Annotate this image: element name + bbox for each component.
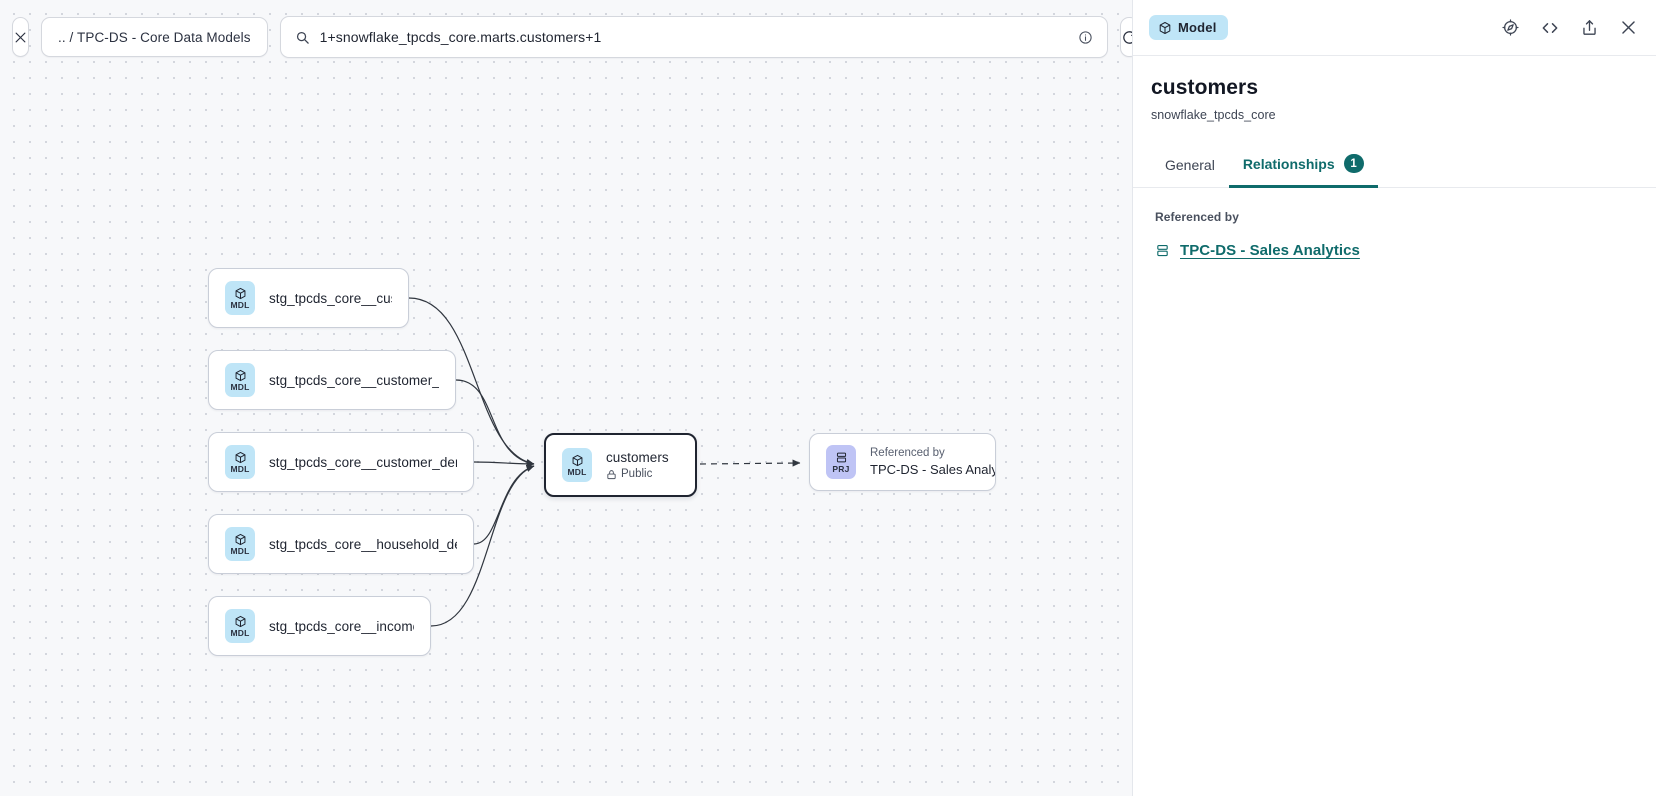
lineage-node-project[interactable]: PRJ Referenced by TPC-DS - Sales Analyti… — [809, 433, 996, 491]
lineage-node-access-label: Public — [621, 468, 653, 480]
lineage-node-text: Referenced by TPC-DS - Sales Analytics — [870, 447, 995, 477]
tab-label: Relationships — [1242, 155, 1335, 172]
section-title-referenced-by: Referenced by — [1155, 210, 1239, 224]
lineage-node-label: stg_tpcds_core__customer — [269, 290, 392, 306]
lineage-node-upstream-2[interactable]: MDL stg_tpcds_core__customer_address — [208, 350, 456, 410]
project-badge-icon: PRJ — [826, 445, 856, 479]
cube-icon — [1159, 21, 1171, 34]
lineage-node-label: stg_tpcds_core__income_band — [269, 618, 414, 634]
model-badge-text: MDL — [230, 463, 250, 474]
canvas-toolbar: .. / TPC-DS - Core Data Models 1+snowfla… — [0, 0, 1132, 74]
page-title: customers — [1151, 76, 1259, 99]
info-circle-icon — [1078, 30, 1092, 44]
model-badge-icon: MDL — [225, 609, 255, 643]
close-panel-icon[interactable] — [1619, 18, 1638, 37]
panel-header-actions — [1501, 18, 1638, 38]
details-panel: Model — [1132, 0, 1656, 796]
code-icon[interactable] — [1540, 18, 1560, 38]
lineage-nodes: MDL stg_tpcds_core__customer MDL stg_tpc… — [208, 268, 996, 656]
lineage-canvas[interactable]: MDL stg_tpcds_core__customer MDL stg_tpc… — [0, 0, 1132, 796]
relationships-body: Referenced by TPC-DS - Sales Analytics — [1133, 188, 1656, 259]
tab-relationships[interactable]: Relationships 1 — [1228, 144, 1378, 188]
close-lineage-button[interactable] — [12, 17, 29, 57]
page-subtitle: snowflake_tpcds_core — [1151, 108, 1276, 122]
model-badge-text: MDL — [230, 381, 250, 392]
lineage-node-upstream-3[interactable]: MDL stg_tpcds_core__customer_demogra… — [208, 432, 474, 492]
entity-heading: customers snowflake_tpcds_core — [1133, 56, 1656, 122]
lineage-node-title: TPC-DS - Sales Analytics — [870, 462, 995, 477]
tab-label: General — [1165, 157, 1215, 173]
reference-item[interactable]: TPC-DS - Sales Analytics — [1155, 242, 1638, 259]
project-icon — [1157, 244, 1168, 257]
refresh-button[interactable] — [1119, 17, 1132, 57]
entity-type-label: Model — [1178, 20, 1217, 35]
lock-icon — [607, 469, 616, 479]
lineage-node-access: Public — [606, 468, 669, 480]
details-panel-header: Model — [1133, 0, 1656, 56]
tab-general[interactable]: General — [1151, 147, 1229, 188]
project-badge-text: PRJ — [832, 463, 850, 474]
model-badge-text: MDL — [567, 466, 587, 477]
close-icon — [15, 32, 26, 42]
search-input[interactable]: 1+snowflake_tpcds_core.marts.customers+1 — [319, 29, 602, 45]
panel-tabs: General Relationships 1 — [1133, 144, 1656, 188]
lineage-node-customers[interactable]: MDL customers Public — [544, 433, 697, 497]
lineage-node-text: customers Public — [606, 450, 669, 480]
search-bar[interactable]: 1+snowflake_tpcds_core.marts.customers+1 — [279, 16, 1108, 58]
lineage-node-label: stg_tpcds_core__household_demogr… — [269, 536, 457, 552]
model-badge-text: MDL — [230, 627, 250, 638]
lineage-node-label: stg_tpcds_core__customer_demogra… — [269, 454, 457, 470]
entity-type-badge: Model — [1149, 15, 1228, 40]
model-badge-icon: MDL — [225, 445, 255, 479]
search-icon — [296, 31, 309, 44]
lineage-node-upstream-1[interactable]: MDL stg_tpcds_core__customer — [208, 268, 409, 328]
lineage-node-upstream-5[interactable]: MDL stg_tpcds_core__income_band — [208, 596, 431, 656]
lineage-node-title: customers — [606, 450, 669, 465]
lineage-node-caption: Referenced by — [870, 447, 945, 459]
model-badge-icon: MDL — [225, 527, 255, 561]
refresh-icon — [1122, 30, 1132, 44]
reference-link[interactable]: TPC-DS - Sales Analytics — [1180, 242, 1360, 259]
model-badge-icon: MDL — [562, 448, 592, 482]
model-badge-text: MDL — [230, 545, 250, 556]
tab-count-badge: 1 — [1343, 154, 1364, 173]
model-badge-icon: MDL — [225, 281, 255, 315]
share-icon[interactable] — [1580, 18, 1599, 37]
compass-icon[interactable] — [1501, 18, 1520, 37]
lineage-node-label: stg_tpcds_core__customer_address — [269, 372, 439, 388]
model-badge-text: MDL — [230, 299, 250, 310]
model-badge-icon: MDL — [225, 363, 255, 397]
breadcrumb[interactable]: .. / TPC-DS - Core Data Models — [41, 17, 268, 57]
lineage-node-upstream-4[interactable]: MDL stg_tpcds_core__household_demogr… — [208, 514, 474, 574]
